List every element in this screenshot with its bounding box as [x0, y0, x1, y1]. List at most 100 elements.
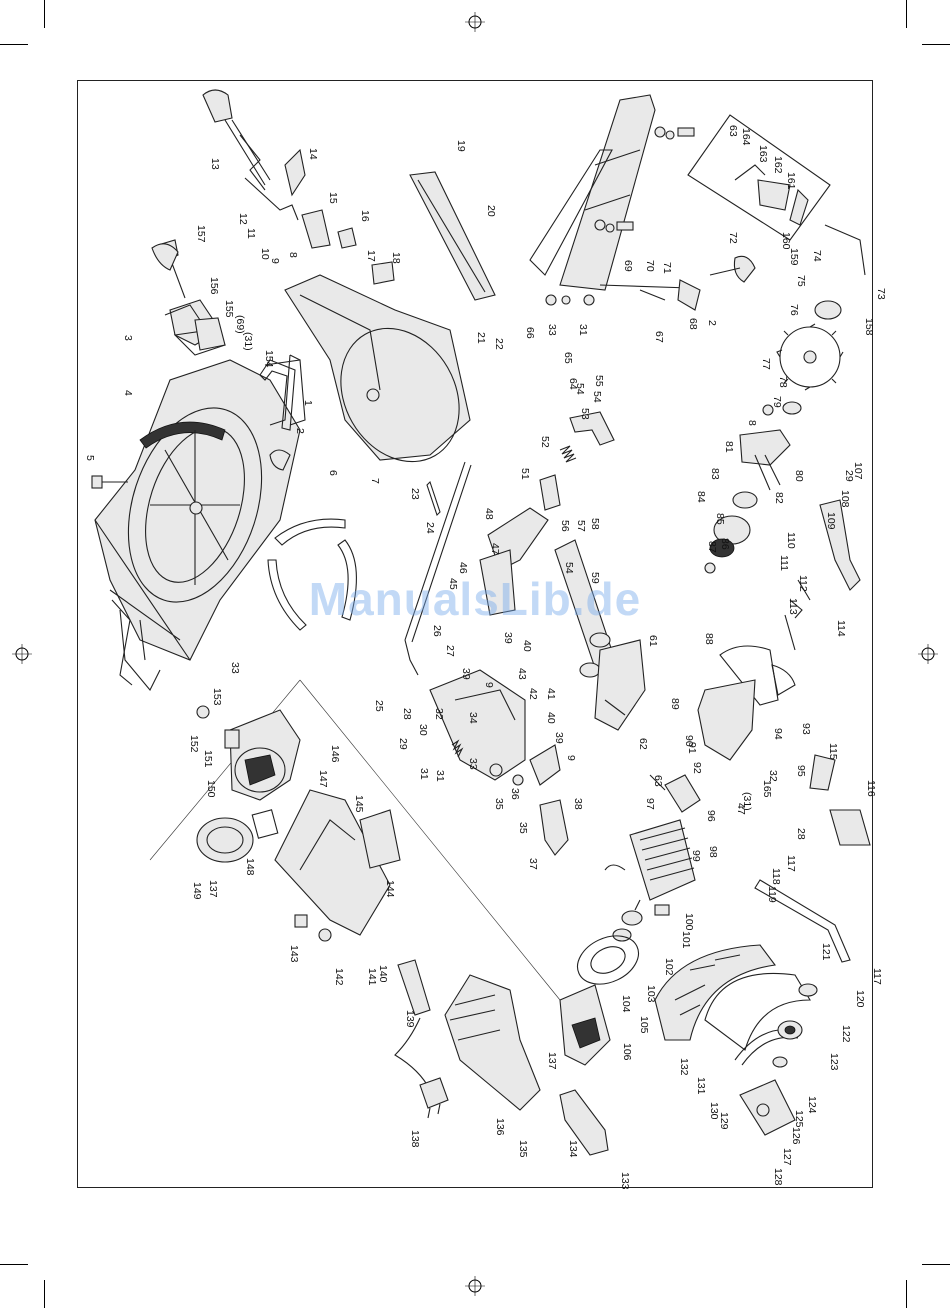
part-number-label: 152 [188, 735, 200, 753]
part-number-label: 43 [516, 668, 528, 680]
cover-127 [739, 1079, 796, 1136]
washer-123 [772, 983, 818, 1068]
part-number-label: 28 [795, 828, 807, 840]
flange-inner [762, 401, 802, 416]
guard-shell-131 [704, 972, 811, 1051]
part-number-label: 123 [828, 1053, 840, 1071]
part-number-label: 11 [245, 228, 257, 239]
crop-mark [906, 0, 907, 28]
part-number-label: 102 [663, 958, 675, 976]
part-number-label: 161 [785, 172, 797, 190]
part-number-label: 115 [827, 743, 839, 760]
springs-33-34 [451, 739, 464, 758]
pivot-arm-48 [479, 507, 549, 616]
part-number-label: 78 [777, 376, 789, 388]
part-number-label: 94 [772, 728, 784, 740]
part-number-label: 45 [447, 578, 459, 590]
part-number-label: 17 [365, 250, 377, 262]
part-number-label: 33 [546, 324, 558, 336]
part-number-label: 67 [653, 331, 665, 343]
part-number-label: 63 [652, 775, 664, 787]
part-number-label: 2 [294, 428, 306, 434]
part-number-label: 30 [417, 724, 429, 736]
part-number-label: 9 [483, 682, 495, 688]
part-number-label: 143 [288, 945, 300, 963]
part-number-label: 84 [695, 491, 707, 503]
gearbox-81-85 [704, 429, 791, 574]
part-number-label: 8 [287, 252, 299, 258]
part-number-label: 105 [638, 1016, 650, 1034]
part-number-label: 80 [793, 470, 805, 482]
part-number-label: 51 [519, 468, 531, 480]
part-number-label: 149 [191, 882, 203, 900]
part-number-label: 151 [202, 750, 214, 768]
part-number-label: 85 [714, 513, 726, 525]
part-number-label: 165 [761, 780, 773, 798]
part-number-label: 118 [770, 868, 782, 885]
diagram-frame [77, 80, 873, 1188]
motor-housing-151 [229, 709, 301, 801]
part-number-label: 10 [259, 248, 271, 260]
stator-106 [559, 984, 611, 1066]
part-number-label: 92 [691, 762, 703, 774]
part-number-label: 20 [485, 205, 497, 217]
brush-cap-152 [196, 705, 240, 749]
part-number-label: 122 [840, 1025, 852, 1043]
part-number-label: 71 [661, 262, 673, 274]
part-number-label: 104 [620, 995, 632, 1013]
part-number-label: 57 [575, 520, 587, 532]
part-number-label: 86 [719, 538, 731, 550]
part-number-label: 82 [773, 492, 785, 504]
part-number-label: 148 [244, 858, 256, 876]
knob-2 [269, 449, 291, 471]
part-number-label: 74 [811, 250, 823, 262]
part-number-label: (31) [242, 332, 254, 351]
crop-mark [922, 44, 950, 45]
part-number-label: 109 [825, 512, 837, 530]
sliding-rail-66 [529, 94, 656, 291]
part-number-label: 31 [577, 324, 589, 336]
part-number-label: (69) [234, 315, 246, 334]
part-number-label: 139 [404, 1010, 416, 1028]
part-number-label: 1 [302, 400, 314, 406]
part-number-label: 162 [772, 156, 784, 174]
part-number-label: 137 [546, 1052, 558, 1070]
part-number-label: 155 [223, 300, 235, 318]
saw-arm-housing [284, 274, 471, 463]
mount-block [337, 227, 395, 285]
part-number-label: 121 [820, 943, 832, 961]
part-number-label: 19 [455, 140, 467, 152]
part-number-label: 89 [669, 698, 681, 710]
crop-mark [44, 1280, 45, 1308]
part-number-label: 99 [690, 850, 702, 862]
part-number-label: 145 [353, 795, 365, 813]
part-number-label: 8 [746, 420, 758, 426]
part-number-label: 79 [771, 396, 783, 408]
plate-39 [529, 744, 561, 786]
part-number-label: 9 [565, 755, 577, 761]
part-number-label: 141 [366, 968, 378, 986]
part-number-label: 69 [622, 260, 634, 272]
part-number-label: 46 [457, 562, 469, 574]
crop-mark [0, 1264, 28, 1265]
bearing-102 [612, 910, 643, 942]
part-number-label: 158 [863, 318, 875, 336]
part-number-label: 76 [788, 304, 800, 316]
fan-97 [649, 774, 701, 813]
part-number-label: 65 [562, 352, 574, 364]
rod-25 [404, 461, 472, 676]
part-number-label: 31 [418, 768, 430, 780]
crop-mark [922, 1264, 950, 1265]
part-number-label: 75 [795, 275, 807, 287]
crop-mark [44, 0, 45, 28]
part-number-label: 88 [703, 633, 715, 645]
part-number-label: 40 [521, 640, 533, 652]
part-number-label: 9 [269, 258, 281, 264]
part-number-label: 96 [705, 810, 717, 822]
part-number-label: 26 [431, 625, 443, 637]
power-cord-138 [394, 1017, 449, 1119]
part-number-label: 91 [686, 742, 698, 754]
part-number-label: 33 [467, 758, 479, 770]
part-number-label: 2 [706, 320, 718, 326]
